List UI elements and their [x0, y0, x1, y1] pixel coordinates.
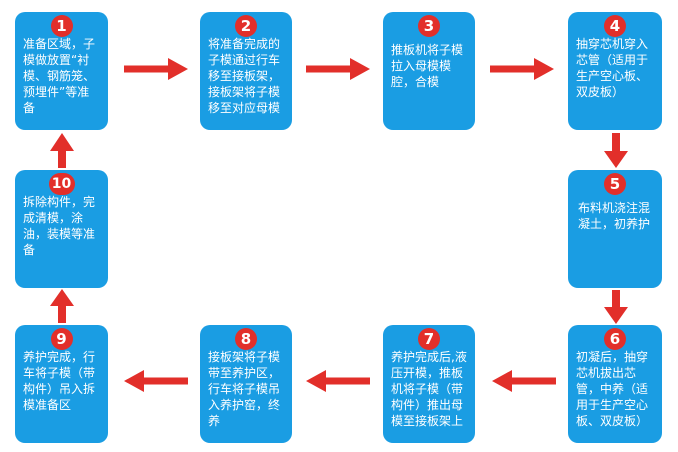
step-5-box: 5 布料机浇注混凝土，初养护	[568, 170, 662, 288]
arrow-right-3-to-4-icon	[490, 58, 554, 80]
step-2-text: 将准备完成的子模通过行车移至接板架，接板架将子模移至对应母模	[208, 37, 281, 115]
step-9-box: 9 养护完成，行车将子模（带构件）吊入拆模准备区	[15, 325, 108, 443]
step-5-text: 布料机浇注混凝土，初养护	[578, 201, 651, 231]
arrow-left-8-to-9-icon	[124, 370, 188, 392]
step-number-badge: 2	[235, 15, 257, 37]
step-2-box: 2 将准备完成的子模通过行车移至接板架，接板架将子模移至对应母模	[200, 12, 292, 130]
step-number-badge: 8	[235, 328, 257, 350]
step-3-box: 3 推板机将子模拉入母模模腔，合模	[383, 12, 475, 130]
arrow-left-6-to-7-icon	[492, 370, 556, 392]
step-4-text: 抽穿芯机穿入芯管（适用于生产空心板、双皮板）	[576, 37, 649, 99]
arrow-up-9-to-10-icon	[50, 289, 74, 323]
arrow-right-2-to-3-icon	[306, 58, 370, 80]
step-number-badge: 3	[418, 15, 440, 37]
step-7-box: 7 养护完成后,液压开模，推板机将子模（带构件）推出母模至接板架上	[383, 325, 475, 443]
step-6-box: 6 初凝后，抽穿芯机拔出芯管，中养（适用于生产空心板、双皮板）	[568, 325, 662, 443]
step-number-badge: 9	[50, 328, 73, 350]
step-number-badge: 6	[604, 328, 626, 350]
arrow-down-4-to-5-icon	[604, 133, 628, 168]
step-number-badge: 1	[50, 15, 73, 37]
step-number-badge: 5	[604, 173, 626, 195]
step-6-text: 初凝后，抽穿芯机拔出芯管，中养（适用于生产空心板、双皮板）	[576, 350, 649, 428]
step-10-box: 10 拆除构件，完成清模，涂油，装模等准备	[15, 170, 108, 288]
step-7-text: 养护完成后,液压开模，推板机将子模（带构件）推出母模至接板架上	[391, 350, 467, 428]
step-3-text: 推板机将子模拉入母模模腔，合模	[391, 43, 464, 89]
step-8-box: 8 接板架将子模带至养护区，行车将子模吊入养护窑，终养	[200, 325, 292, 443]
step-1-text: 准备区域，子模做放置“衬模、钢筋笼、预埋件”等准备	[23, 37, 96, 115]
step-number-badge: 7	[418, 328, 440, 350]
step-number-badge: 4	[604, 15, 626, 37]
arrow-down-5-to-6-icon	[604, 290, 628, 324]
step-number-badge: 10	[48, 173, 75, 195]
arrow-left-7-to-8-icon	[306, 370, 370, 392]
step-4-box: 4 抽穿芯机穿入芯管（适用于生产空心板、双皮板）	[568, 12, 662, 130]
arrow-right-1-to-2-icon	[124, 58, 188, 80]
arrow-up-10-to-1-icon	[50, 133, 74, 168]
step-10-text: 拆除构件，完成清模，涂油，装模等准备	[23, 195, 96, 257]
step-1-box: 1 准备区域，子模做放置“衬模、钢筋笼、预埋件”等准备	[15, 12, 108, 130]
step-9-text: 养护完成，行车将子模（带构件）吊入拆模准备区	[23, 350, 96, 412]
step-8-text: 接板架将子模带至养护区，行车将子模吊入养护窑，终养	[208, 350, 281, 428]
